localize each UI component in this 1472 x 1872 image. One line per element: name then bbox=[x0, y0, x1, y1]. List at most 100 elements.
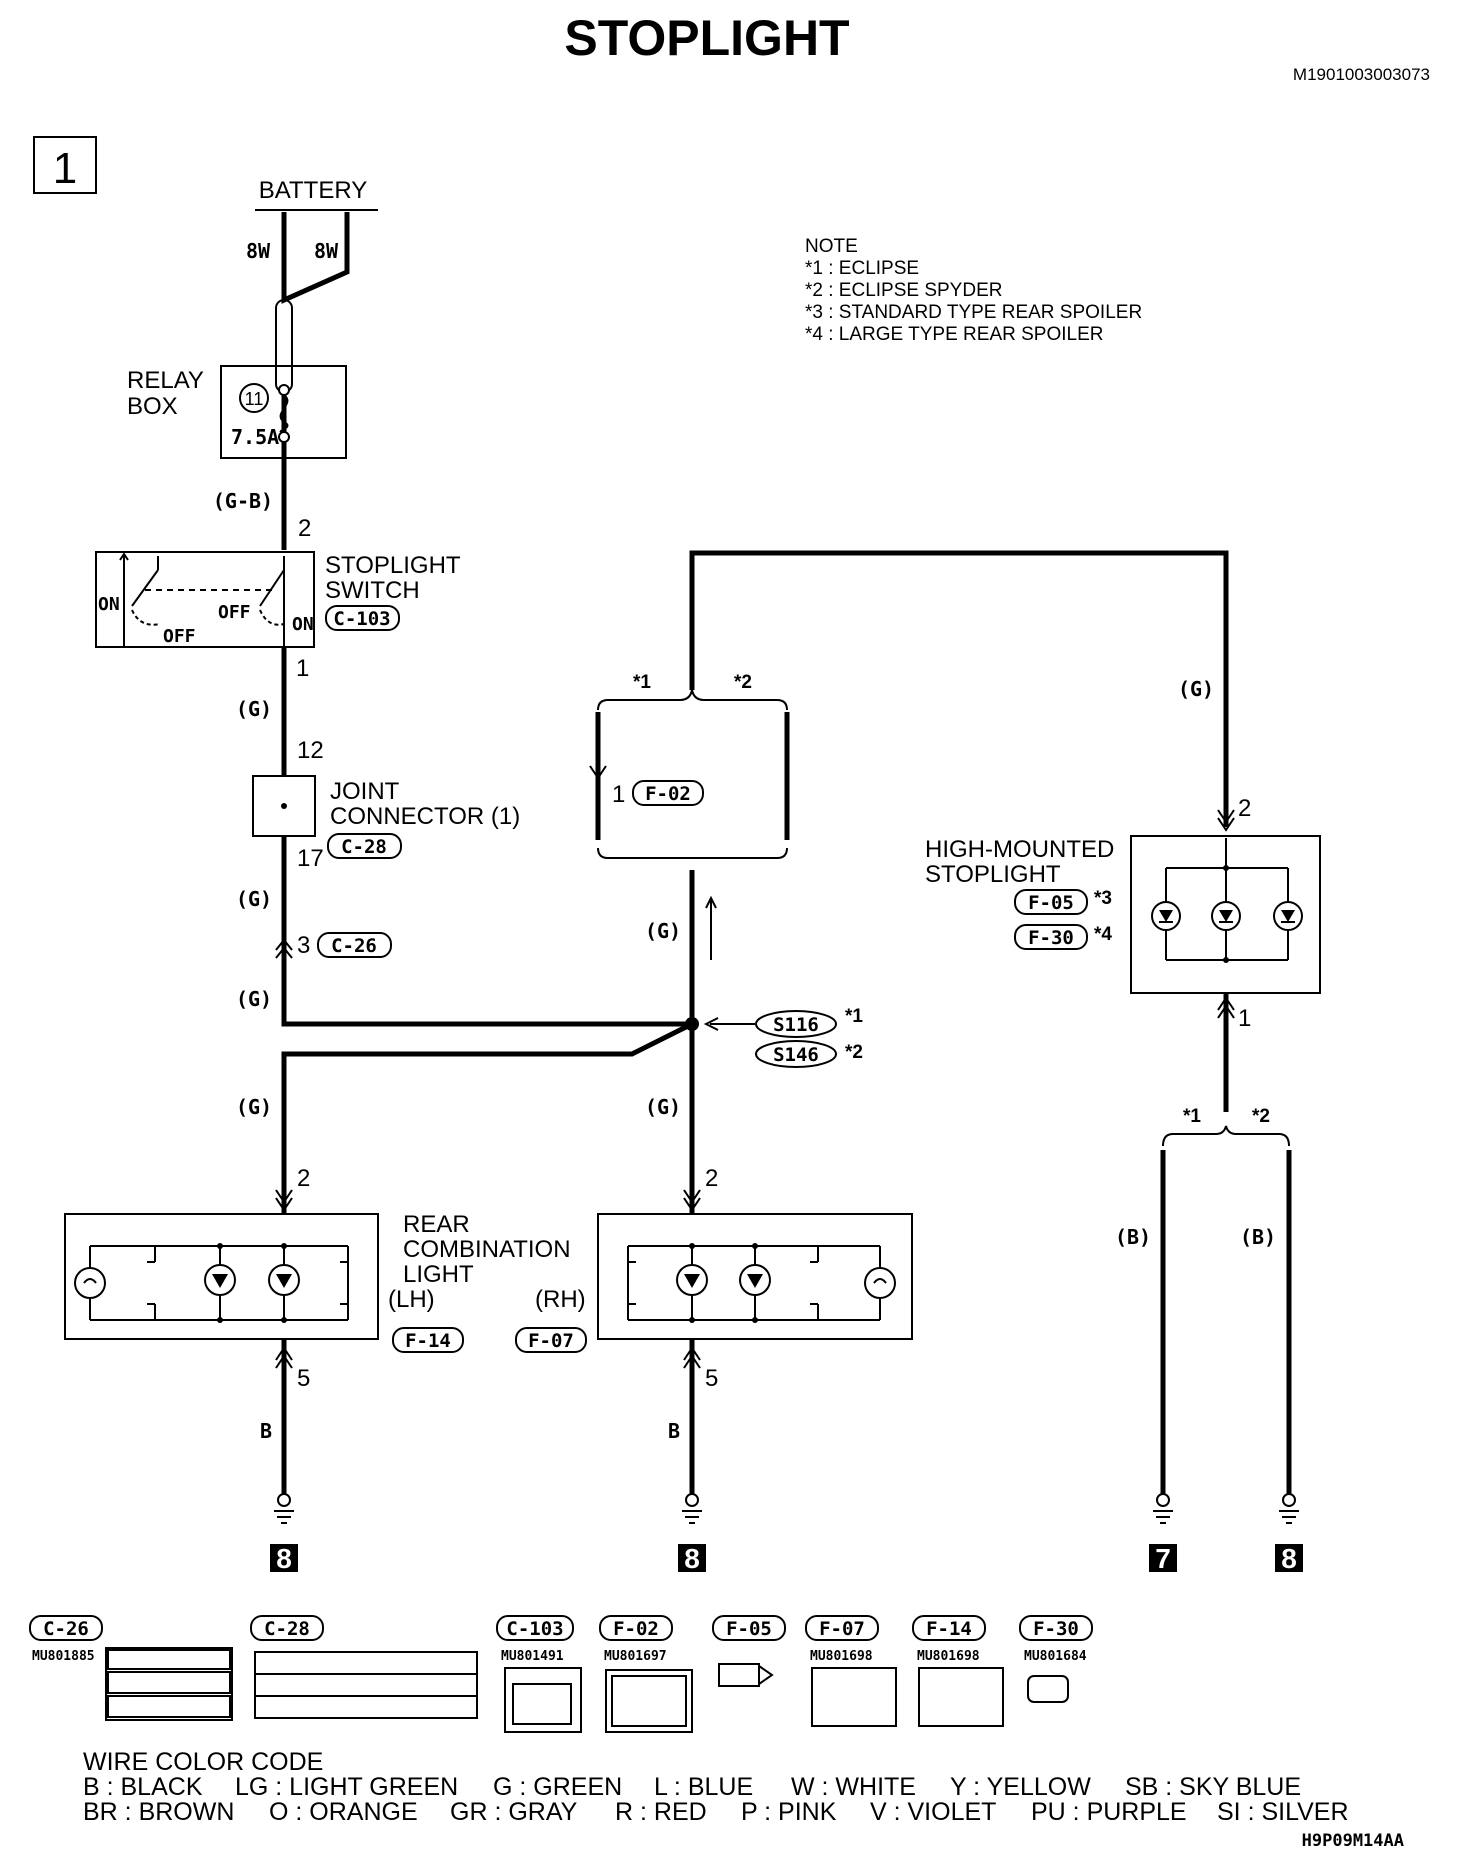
connector-c26-tag bbox=[317, 932, 392, 958]
wcc-r2-6: V : VIOLET bbox=[870, 1798, 996, 1826]
svg-text:MU801491: MU801491 bbox=[501, 1649, 564, 1664]
svg-text:MU801885: MU801885 bbox=[32, 1649, 95, 1664]
switch-off-right: OFF bbox=[218, 602, 251, 623]
battery-fusible-link bbox=[281, 212, 350, 304]
splice-s146-variant: *2 bbox=[845, 1042, 863, 1063]
ground-number-4: 8 bbox=[1281, 1543, 1297, 1574]
connector-view-f07: F-07 MU801698 bbox=[805, 1615, 897, 1727]
connector-f30-variant: *4 bbox=[1094, 924, 1112, 945]
high-mounted-label-2: STOPLIGHT bbox=[925, 861, 1061, 888]
wire-color-b-3: (B) bbox=[1115, 1225, 1151, 1249]
wcc-r1-1: B : BLACK bbox=[83, 1773, 203, 1801]
svg-text:C-26: C-26 bbox=[43, 1618, 89, 1640]
note-heading: NOTE bbox=[805, 236, 858, 257]
svg-text:MU801698: MU801698 bbox=[810, 1649, 873, 1664]
svg-text:F-14: F-14 bbox=[926, 1618, 972, 1640]
wcc-r2-2: O : ORANGE bbox=[269, 1798, 418, 1826]
wcc-r1-3: G : GREEN bbox=[493, 1773, 622, 1801]
lh-stop-led-2 bbox=[268, 1264, 300, 1296]
rear-combination-light-rh bbox=[597, 1213, 913, 1340]
ground-number-3: 7 bbox=[1155, 1543, 1171, 1574]
battery-wire-size-1: 8W bbox=[246, 239, 271, 263]
wire-color-g-2: (G) bbox=[236, 887, 272, 911]
high-mounted-pin-1: 1 bbox=[1238, 1005, 1251, 1032]
ground-number-1: 8 bbox=[276, 1543, 292, 1574]
ground-symbol-4 bbox=[1275, 1493, 1303, 1572]
svg-text:C-28: C-28 bbox=[264, 1618, 310, 1640]
lh-stop-led-1 bbox=[204, 1264, 236, 1296]
connector-c28: C-28 bbox=[341, 836, 387, 858]
variant-star1-ground: *1 bbox=[1183, 1106, 1201, 1127]
switch-arc-left bbox=[131, 609, 161, 626]
fuse-icon bbox=[279, 394, 289, 433]
svg-text:F-30: F-30 bbox=[1033, 1618, 1079, 1640]
wire-color-b-2: B bbox=[668, 1419, 680, 1443]
page-title: STOPLIGHT bbox=[564, 10, 849, 66]
connector-view-f30: F-30 MU801684 bbox=[1019, 1615, 1093, 1703]
high-mounted-led-1 bbox=[1151, 901, 1181, 931]
variant-star1-top: *1 bbox=[633, 672, 651, 693]
wire-color-g-5: (G) bbox=[1178, 677, 1214, 701]
wcc-r2-1: BR : BROWN bbox=[83, 1798, 234, 1826]
switch-contact-right bbox=[259, 556, 285, 647]
switch-pin-1: 1 bbox=[296, 655, 309, 682]
splice-s116-tag bbox=[755, 1010, 837, 1038]
connector-f05: F-05 bbox=[1028, 892, 1074, 914]
ground-symbol-1 bbox=[270, 1493, 298, 1572]
svg-text:C-103: C-103 bbox=[506, 1618, 563, 1640]
rear-combination-label-2: COMBINATION bbox=[403, 1236, 571, 1263]
joint-pin-12: 12 bbox=[297, 737, 324, 764]
connector-c103-tag bbox=[325, 605, 400, 631]
fuse-number: 11 bbox=[245, 389, 264, 409]
connector-view-f14: F-14 MU801698 bbox=[912, 1615, 1004, 1727]
note-item-3: *3 : STANDARD TYPE REAR SPOILER bbox=[805, 302, 1142, 323]
document-code: M1901003003073 bbox=[1293, 65, 1430, 84]
svg-text:F-02: F-02 bbox=[613, 1618, 659, 1640]
joint-connector-label-2: CONNECTOR (1) bbox=[330, 803, 520, 830]
page-number-box bbox=[33, 136, 97, 194]
wire-color-g-4: (G) bbox=[645, 919, 681, 943]
switch-contact-left bbox=[119, 552, 159, 647]
ground-number-2: 8 bbox=[684, 1543, 700, 1574]
ground-variant-bracket bbox=[1162, 1125, 1290, 1147]
high-mounted-pin-2: 2 bbox=[1238, 795, 1251, 822]
wire-color-code-heading: WIRE COLOR CODE bbox=[83, 1748, 323, 1776]
rear-combination-label-3: LIGHT bbox=[403, 1261, 474, 1288]
connector-f07: F-07 bbox=[528, 1330, 574, 1352]
stoplight-switch-label-2: SWITCH bbox=[325, 577, 420, 604]
wire-to-high-mounted bbox=[689, 550, 1229, 827]
fuse-terminal-top bbox=[278, 384, 290, 396]
stoplight-switch-label-1: STOPLIGHT bbox=[325, 552, 461, 579]
svg-text:MU801684: MU801684 bbox=[1024, 1649, 1087, 1664]
wire-color-g-1: (G) bbox=[236, 697, 272, 721]
splice-s116-variant: *1 bbox=[845, 1006, 863, 1027]
connector-view-c28: C-28 bbox=[250, 1615, 478, 1719]
svg-text:MU801697: MU801697 bbox=[604, 1649, 667, 1664]
connector-f14-tag bbox=[392, 1327, 464, 1353]
wcc-r1-4: L : BLUE bbox=[654, 1773, 753, 1801]
wcc-r2-4: R : RED bbox=[615, 1798, 707, 1826]
svg-text:F-07: F-07 bbox=[819, 1618, 865, 1640]
note-item-1: *1 : ECLIPSE bbox=[805, 258, 919, 279]
page-number: 1 bbox=[53, 144, 77, 193]
rear-rh-pin-2: 2 bbox=[705, 1165, 718, 1192]
variant-star2-top: *2 bbox=[734, 672, 752, 693]
wcc-r1-7: SB : SKY BLUE bbox=[1125, 1773, 1301, 1801]
f02-pin-1: 1 bbox=[612, 781, 625, 808]
high-mounted-led-3 bbox=[1273, 901, 1303, 931]
wcc-r2-5: P : PINK bbox=[741, 1798, 837, 1826]
rear-combination-lh: (LH) bbox=[388, 1286, 435, 1313]
wcc-r2-7: PU : PURPLE bbox=[1031, 1798, 1187, 1826]
connector-f02: F-02 bbox=[645, 783, 691, 805]
c26-pin-3: 3 bbox=[297, 932, 310, 959]
f02-bracket bbox=[597, 689, 788, 711]
relay-box-label-2: BOX bbox=[127, 393, 178, 420]
connector-c103: C-103 bbox=[333, 608, 390, 630]
high-mounted-led-2 bbox=[1211, 901, 1241, 931]
wire-color-g-6: (G) bbox=[236, 1095, 272, 1119]
rh-tail-bulb bbox=[864, 1267, 896, 1299]
wcc-r2-8: SI : SILVER bbox=[1217, 1798, 1349, 1826]
relay-box-label-1: RELAY bbox=[127, 367, 204, 394]
variant-star2-ground: *2 bbox=[1252, 1106, 1270, 1127]
